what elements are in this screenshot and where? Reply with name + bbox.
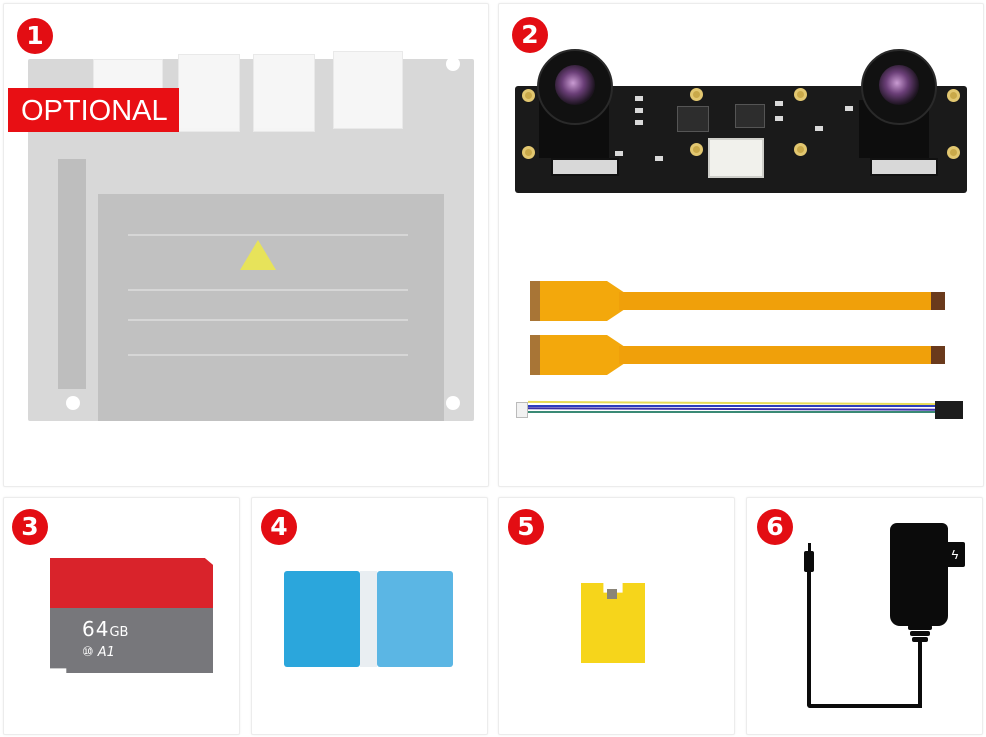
warning-icon: [240, 240, 276, 270]
number-badge: 4: [261, 509, 297, 545]
panel-3-sd-card: 3 64GB ⑩ A1: [3, 497, 240, 735]
number-badge: 2: [512, 17, 548, 53]
number-badge: 1: [17, 18, 53, 54]
optional-tag: OPTIONAL: [8, 88, 179, 132]
number-badge: 5: [508, 509, 544, 545]
panel-4-card-reader: 4: [251, 497, 488, 735]
sd-capacity-label: 64GB: [82, 617, 129, 641]
panel-6-power-adapter: 6 ϟ: [746, 497, 983, 735]
camera-lens-left: [537, 49, 613, 125]
number-badge: 3: [12, 509, 48, 545]
connector: [708, 138, 764, 178]
number-badge: 6: [757, 509, 793, 545]
card-reader-body: [284, 571, 360, 667]
card-reader-cap: [377, 571, 453, 667]
lightning-bolt-icon: ϟ: [945, 542, 965, 567]
sd-card-image: [50, 558, 213, 673]
camera-lens-right: [861, 49, 937, 125]
panel-1-dev-board: 1 OPTIONAL: [3, 3, 489, 487]
dev-board-image: [28, 51, 474, 421]
panel-5-jumper-cap: 5: [498, 497, 735, 735]
panel-2-camera-module: 2: [498, 3, 984, 487]
sd-class-label: ⑩ A1: [82, 645, 115, 660]
